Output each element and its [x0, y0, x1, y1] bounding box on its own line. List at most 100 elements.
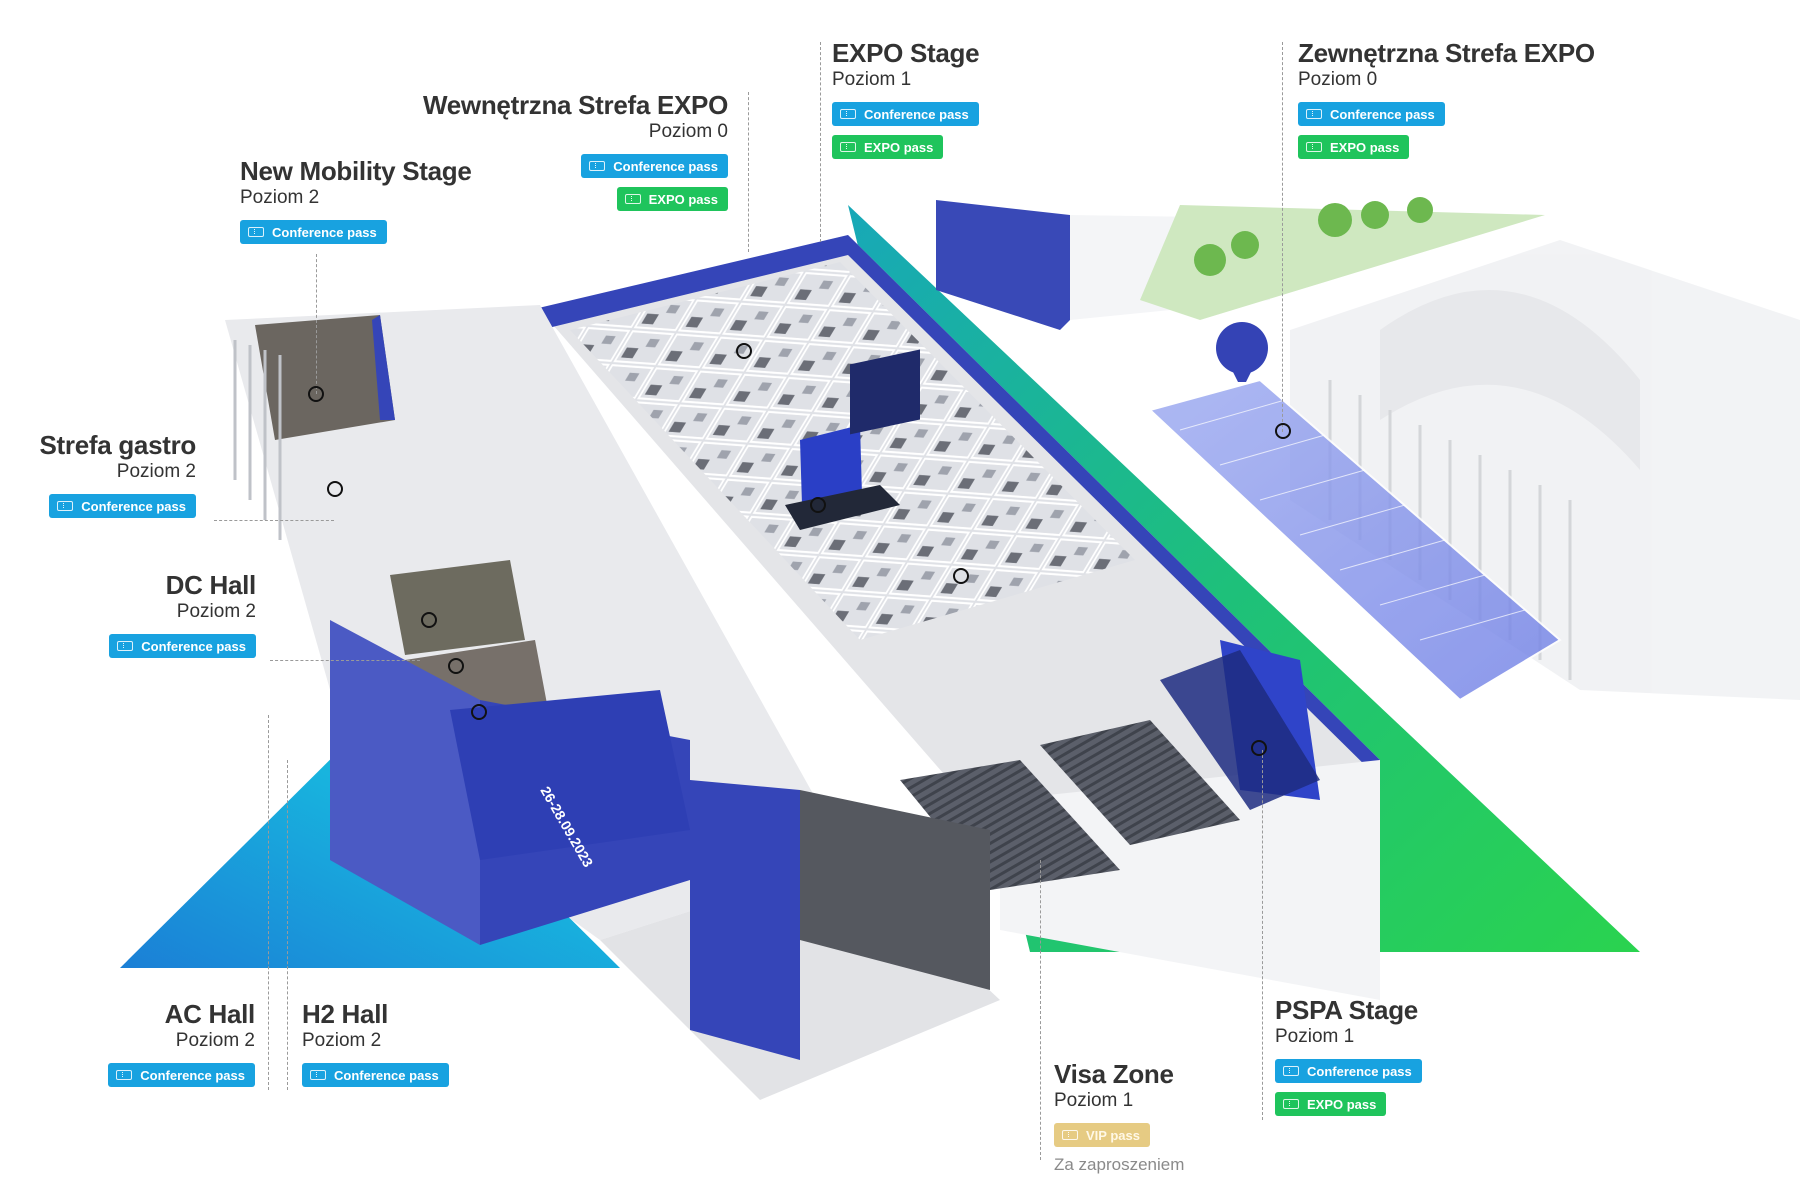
leader-visa: [1040, 860, 1041, 1160]
left-wing-wall: [330, 620, 480, 945]
zone-level: Poziom 1: [1275, 1026, 1355, 1047]
zone-title: New Mobility Stage: [240, 156, 472, 186]
pass-list: Conference pass EXPO pass: [423, 154, 728, 211]
zone-title: H2 Hall: [302, 999, 389, 1029]
outdoor-expo-tent: [1148, 378, 1562, 702]
expo-pass-badge[interactable]: EXPO pass: [616, 187, 728, 211]
zone-expo-stage[interactable]: EXPO Stage Poziom 1 Conference pass EXPO…: [832, 38, 980, 159]
dc-hall-room: [390, 560, 525, 655]
ticket-icon: [57, 501, 74, 511]
zone-title: PSPA Stage: [1275, 995, 1418, 1025]
zone-h2-hall[interactable]: H2 Hall Poziom 2 Conference pass: [302, 999, 449, 1087]
zone-title: Visa Zone: [1054, 1059, 1174, 1089]
zone-title: AC Hall: [164, 999, 256, 1029]
location-pin-icon[interactable]: [421, 612, 437, 628]
entrance-pavilion: [936, 200, 1070, 330]
location-pin-icon[interactable]: [471, 704, 487, 720]
location-pin-icon[interactable]: [1275, 423, 1291, 439]
conference-pass-badge[interactable]: Conference pass: [240, 220, 387, 244]
zone-title: DC Hall: [165, 570, 257, 600]
zone-new-mobility-stage[interactable]: New Mobility Stage Poziom 2 Conference p…: [240, 156, 472, 244]
zone-wewnetrzna-expo[interactable]: Wewnętrzna Strefa EXPO Poziom 0 Conferen…: [423, 90, 728, 211]
ticket-icon: [116, 1070, 133, 1080]
expo-pass-badge[interactable]: EXPO pass: [1275, 1092, 1387, 1116]
new-mobility-room: [255, 315, 395, 440]
conference-pass-badge[interactable]: Conference pass: [1275, 1059, 1422, 1083]
location-pin-icon[interactable]: [327, 481, 343, 497]
zone-ac-hall[interactable]: AC Hall Poziom 2 Conference pass: [108, 999, 255, 1087]
location-pin-icon[interactable]: [736, 343, 752, 359]
zone-level: Poziom 1: [832, 69, 912, 90]
ticket-icon: [624, 194, 641, 204]
zone-title: Wewnętrzna Strefa EXPO: [422, 90, 728, 120]
pass-list: VIP pass: [1054, 1123, 1184, 1147]
pass-list: Conference pass: [109, 634, 256, 658]
ticket-icon: [1062, 1130, 1078, 1140]
zone-title: Zewnętrzna Strefa EXPO: [1298, 38, 1595, 68]
zone-pspa-stage[interactable]: PSPA Stage Poziom 1 Conference pass EXPO…: [1275, 995, 1422, 1116]
pass-list: Conference pass: [240, 220, 472, 244]
leader-zewnetrzna: [1282, 42, 1283, 432]
conference-pass-badge[interactable]: Conference pass: [1298, 102, 1445, 126]
pass-list: Conference pass: [40, 494, 196, 518]
leader-dc-hall: [270, 660, 420, 661]
conference-pass-badge[interactable]: Conference pass: [832, 102, 979, 126]
pass-list: Conference pass EXPO pass: [1298, 102, 1595, 159]
conference-pass-badge[interactable]: Conference pass: [581, 154, 728, 178]
expo-pass-badge[interactable]: EXPO pass: [1298, 135, 1410, 159]
pass-list: Conference pass: [302, 1063, 449, 1087]
conference-pass-badge[interactable]: Conference pass: [109, 634, 256, 658]
vip-pass-badge[interactable]: VIP pass: [1054, 1123, 1150, 1147]
expo-pass-badge[interactable]: EXPO pass: [832, 135, 944, 159]
ticket-icon: [1306, 142, 1322, 152]
location-pin-icon[interactable]: [308, 386, 324, 402]
ticket-icon: [840, 109, 856, 119]
leader-h2-hall: [287, 760, 288, 1090]
pass-list: Conference pass: [108, 1063, 255, 1087]
invitation-note: Za zaproszeniem: [1054, 1155, 1185, 1174]
conference-pass-badge[interactable]: Conference pass: [108, 1063, 255, 1087]
zone-level: Poziom 2: [176, 601, 256, 622]
zone-level: Poziom 1: [1054, 1090, 1134, 1111]
ticket-icon: [1283, 1099, 1299, 1109]
facade-columns: [233, 340, 282, 540]
leader-gastro: [214, 520, 334, 521]
balloon: [1216, 322, 1268, 374]
leader-wewnetrzna: [748, 92, 749, 252]
zone-zewnetrzna-expo[interactable]: Zewnętrzna Strefa EXPO Poziom 0 Conferen…: [1298, 38, 1595, 159]
zone-level: Poziom 2: [116, 461, 196, 482]
ticket-icon: [840, 142, 856, 152]
zone-level: Poziom 0: [1298, 69, 1378, 90]
leader-ac-hall: [268, 715, 269, 1090]
pass-list: Conference pass EXPO pass: [832, 102, 979, 159]
zone-level: Poziom 2: [175, 1030, 255, 1051]
ticket-icon: [310, 1070, 326, 1080]
pspa-seating: [900, 760, 1120, 890]
pass-list: Conference pass EXPO pass: [1275, 1059, 1422, 1116]
leader-new-mobility: [316, 254, 317, 394]
ticket-icon: [248, 227, 264, 237]
zone-level: Poziom 2: [240, 187, 320, 208]
zone-strefa-gastro[interactable]: Strefa gastro Poziom 2 Conference pass: [40, 430, 196, 518]
zone-level: Poziom 0: [648, 121, 728, 142]
zone-level: Poziom 2: [302, 1030, 382, 1051]
conference-pass-badge[interactable]: Conference pass: [49, 494, 196, 518]
banner-panel: [450, 690, 690, 860]
ticket-icon: [117, 641, 134, 651]
zone-visa-zone[interactable]: Visa Zone Poziom 1 VIP pass Za zaproszen…: [1054, 1059, 1184, 1175]
zone-title: Strefa gastro: [39, 430, 197, 460]
location-pin-icon[interactable]: [1251, 740, 1267, 756]
location-pin-icon[interactable]: [953, 568, 969, 584]
ticket-icon: [1306, 109, 1322, 119]
conference-pass-badge[interactable]: Conference pass: [302, 1063, 449, 1087]
leader-pspa: [1262, 750, 1263, 1120]
zone-title: EXPO Stage: [832, 38, 980, 68]
ticket-icon: [1283, 1066, 1299, 1076]
leader-expo-stage: [820, 42, 821, 242]
zone-dc-hall[interactable]: DC Hall Poziom 2 Conference pass: [109, 570, 256, 658]
location-pin-icon[interactable]: [810, 497, 826, 513]
location-pin-icon[interactable]: [448, 658, 464, 674]
expo-stage-screen: [800, 425, 862, 505]
